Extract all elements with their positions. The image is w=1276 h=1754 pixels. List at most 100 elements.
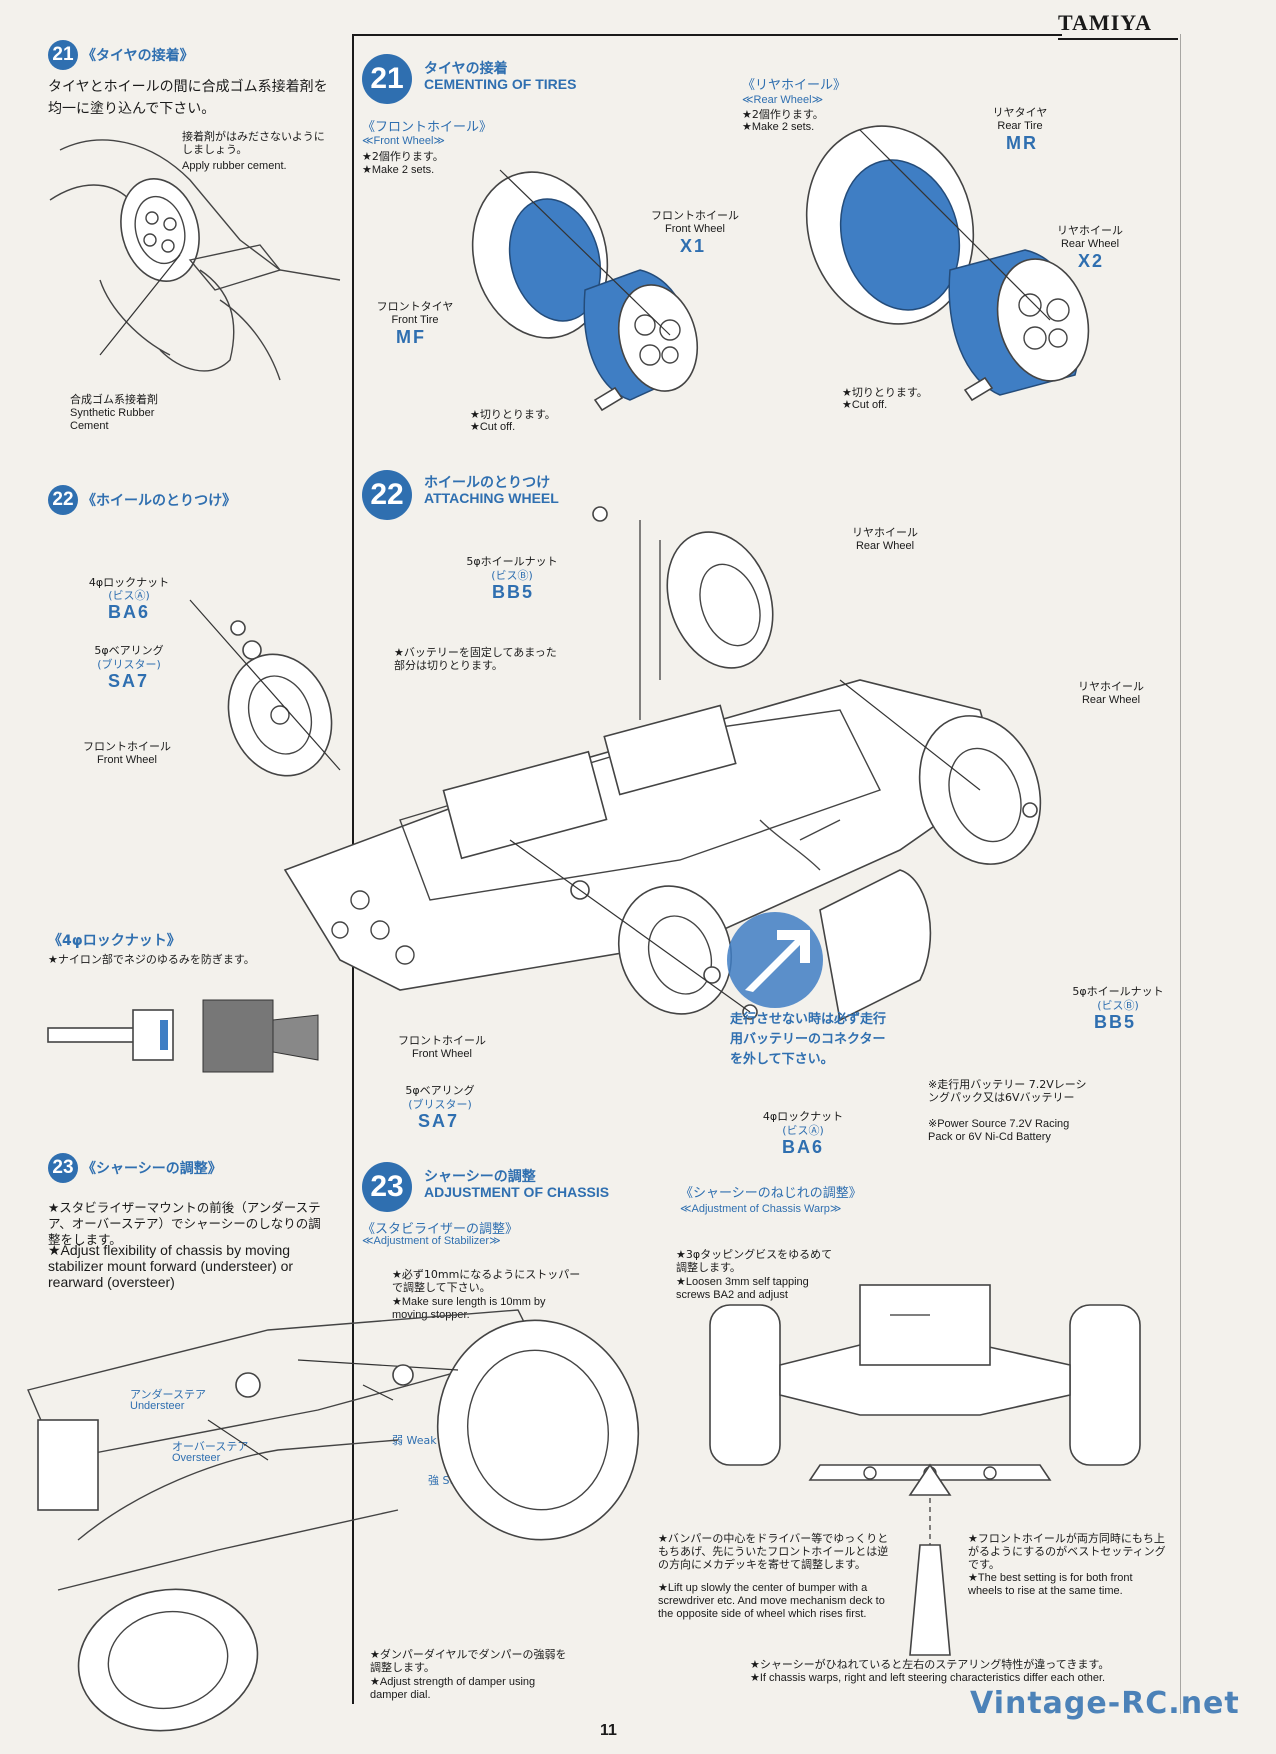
damper-chassis-illustration [27,1309,640,1732]
warp-screws-note-en: ★Loosen 3mm self tapping screws BA2 and … [676,1276,809,1301]
left-front-wheel-label-en: Front Wheel [97,754,157,766]
bottom-front-wheel-label-en: Front Wheel [412,1048,472,1060]
chassis-warp-illustration [709,1284,1141,1656]
rear-nut-label-jp: 5φホイールナット [466,555,558,568]
left-bearing-code: SA7 [108,671,150,691]
front-tire-label-en: Front Tire [391,314,439,326]
step-21-right-title-en: CEMENTING OF TIRES [424,76,577,92]
right-rule [1180,34,1181,1714]
hand-gluing-illustration [49,139,341,381]
stabilizer-note-jp: ★必ず10mmになるようにストッパーで調整して下さい。 [392,1268,581,1294]
left-bearing-label: 5φベアリング [94,644,164,657]
battery-trim-note: ★バッテリーを固定してあまった部分は切りとります。 [394,646,557,672]
bottom-bearing-code: SA7 [418,1111,460,1131]
left-front-wheel-exploded [189,599,341,777]
rear-tire-label-jp: リヤタイヤ [992,106,1048,119]
top-rule [352,34,1062,36]
front-wheel-x1-label-jp: フロントホイール [651,209,739,222]
bottom-locknut-sub: (ビスⒶ) [782,1124,824,1137]
understeer-label-en: Understeer [130,1400,185,1412]
front-tire-and-wheel-illustration [471,169,699,412]
bumper-lift-note-jp: ★バンパーの中心をドライバー等でゆっくりともちあげ、先にういたフロントホイールと… [658,1532,889,1571]
locknut-detail-illustration [47,999,319,1073]
locknut-note-title: 《4φロックナット》 [48,933,181,949]
chassis-warp-section-head: 《シャーシーのねじれの調整》 [680,1186,862,1201]
warp-characteristics-note-en: ★If chassis warps, right and left steeri… [750,1672,1106,1684]
step-badge-21-left: 21 [48,40,78,70]
front-cut-note-en: ★Cut off. [470,421,516,433]
step-badge-23-left: 23 [48,1153,78,1183]
bottom-bearing-sub: (ブリスター) [408,1098,472,1111]
right-rear-nut-code: BB5 [1094,1012,1137,1032]
warp-characteristics-note-jp: ★シャーシーがひねれていると左右のステアリング特性が違ってきます。 [750,1658,1110,1671]
best-setting-note-en: ★The best setting is for both front whee… [968,1572,1133,1597]
front-wheel-code-x1: X1 [680,236,707,256]
rear-wheel-top-label-en: Rear Wheel [855,540,915,552]
warp-screws-note-jp: ★3φタッピングビスをゆるめて調整します。 [676,1248,833,1274]
page-number: 11 [600,1722,617,1739]
front-tire-label-jp: フロントタイヤ [376,300,454,313]
step-badge-22-left: 22 [48,485,78,515]
cement-label-jp: 合成ゴム系接着剤 [70,393,158,406]
brand-underline [1058,38,1178,40]
step-badge-21-right: 21 [362,54,412,104]
front-make-note-en: ★Make 2 sets. [362,164,435,176]
rear-make-note-jp: ★2個作ります。 [742,108,824,121]
site-watermark: Vintage-RC.net [970,1686,1240,1721]
right-rear-nut-label-jp: 5φホイールナット [1072,985,1164,998]
bottom-locknut-code: BA6 [782,1137,825,1157]
rear-nut-code-top: BB5 [492,582,535,602]
rear-nut-sub: (ビスⒷ) [491,569,533,582]
step-22-right-title-jp: ホイールのとりつけ [424,475,551,491]
left-locknut-code: BA6 [108,602,151,622]
bottom-locknut-label-jp: 4φロックナット [762,1110,844,1123]
rear-cut-note-en: ★Cut off. [842,399,888,411]
best-setting-note-jp: ★フロントホイールが両方同時にもち上がるようにするのがベストセッティングです。 [968,1532,1166,1571]
step-22-right-title-en: ATTACHING WHEEL [424,490,559,506]
cement-note-jp: 接着剤がはみださないようにしましょう。 [182,130,325,156]
rear-wheel-section-head: 《リヤホイール》 [742,78,847,93]
oversteer-label-jp: オーバーステア [172,1440,249,1453]
chassis-warp-section-head-en: ≪Adjustment of Chassis Warp≫ [680,1203,842,1215]
stabilizer-section-head-en: ≪Adjustment of Stabilizer≫ [362,1235,501,1247]
power-source-en: ※Power Source 7.2V Racing Pack or 6V Ni-… [928,1118,1070,1143]
rear-wheel-code-x2: X2 [1078,251,1105,271]
front-make-note-jp: ★2個作ります。 [362,150,444,163]
stabilizer-section-head: 《スタビライザーの調整》 [362,1222,519,1237]
rear-tire-code-mr: MR [1006,133,1038,153]
rear-wheel-right-label-en: Rear Wheel [1081,694,1141,706]
front-wheel-section-head-en: ≪Front Wheel≫ [362,135,445,147]
battery-connector-warning: 走行させない時は必ず走行用バッテリーのコネクターを外して下さい。 [730,1012,887,1067]
locknut-note-text: ★ナイロン部でネジのゆるみを防ぎます。 [48,953,255,966]
rear-wheel-top-label-jp: リヤホイール [852,526,918,539]
rear-cut-note-jp: ★切りとります。 [842,386,928,399]
step-badge-23-right: 23 [362,1162,412,1212]
bottom-front-wheel-label-jp: フロントホイール [398,1034,486,1047]
rear-make-note-en: ★Make 2 sets. [742,121,815,133]
damper-weak-label: 弱 Weak [392,1434,437,1447]
step-23-left-text-en: ★Adjust flexibility of chassis by moving… [48,1242,294,1290]
step-23-left-title: 《シャーシーの調整》 [82,1161,222,1177]
cement-label-en: Synthetic Rubber Cement [70,407,155,432]
rear-wheel-right-label-jp: リヤホイール [1078,680,1144,693]
rear-tire-label-en: Rear Tire [997,120,1043,132]
step-22-left-title: 《ホイールのとりつけ》 [82,493,237,509]
step-23-right-title-en: ADJUSTMENT OF CHASSIS [424,1184,610,1200]
front-wheel-x1-label-en: Front Wheel [665,223,725,235]
left-locknut-sub: (ビスⒶ) [108,589,150,602]
step-21-left-text: タイヤとホイールの間に合成ゴム系接着剤を均一に塗り込んで下さい。 [48,79,328,117]
power-source-jp: ※走行用バッテリー 7.2Vレーシングパック又は6Vバッテリー [928,1078,1087,1104]
chassis-assembly-illustration [283,506,1042,1022]
left-bearing-sub: (ブリスター) [97,658,161,671]
left-locknut-label: 4φロックナット [88,576,170,589]
battery-warning-arrow-icon [727,912,823,1008]
step-23-left-text-jp: ★スタビライザーマウントの前後（アンダーステア、オーバーステア）でシャーシーのし… [48,1200,321,1247]
rear-wheel-section-head-en: ≪Rear Wheel≫ [742,94,824,106]
step-21-right-title-jp: タイヤの接着 [424,61,508,77]
bottom-bearing-label-jp: 5φベアリング [405,1084,475,1097]
oversteer-label-en: Oversteer [172,1452,221,1464]
damper-note-jp: ★ダンパーダイヤルでダンパーの強弱を調整します。 [370,1648,567,1674]
damper-note-en: ★Adjust strength of damper using damper … [370,1676,536,1701]
cement-note-en: Apply rubber cement. [182,160,287,172]
understeer-label-jp: アンダーステア [130,1388,207,1401]
